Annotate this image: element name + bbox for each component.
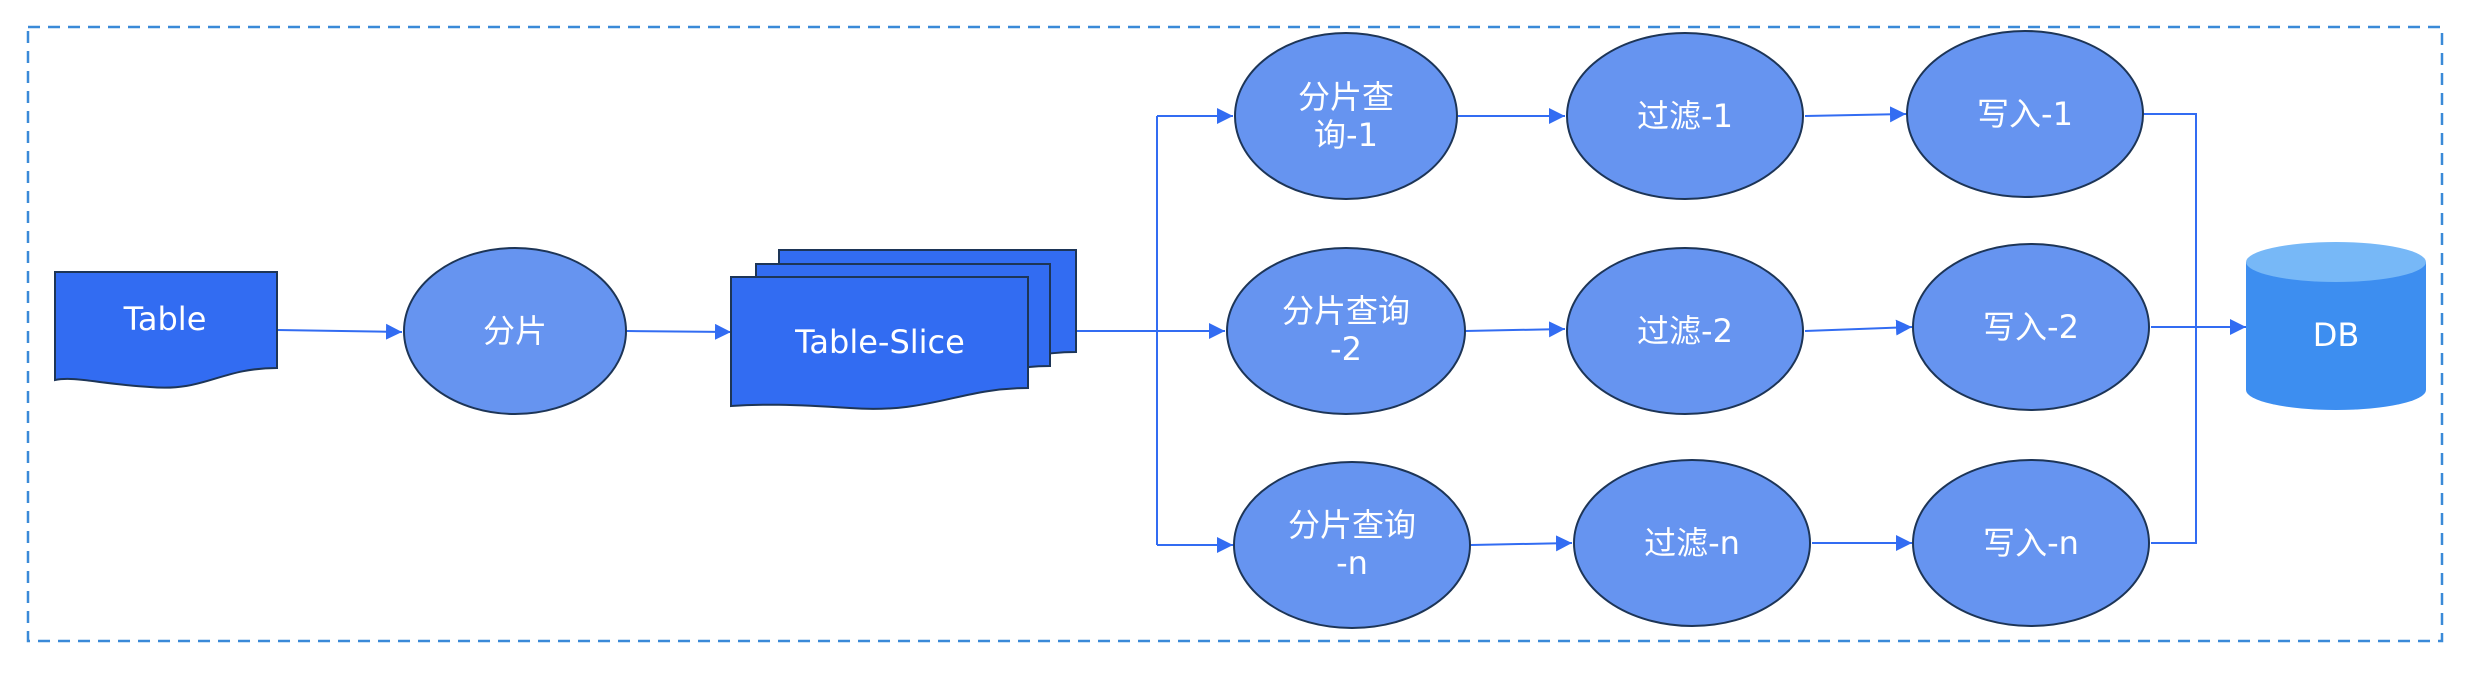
node-query-1: 分片查 询-1 (1234, 32, 1458, 200)
write-1-ellipse (1906, 30, 2144, 198)
node-write-2: 写入-2 (1912, 243, 2150, 411)
query-2-label-line1: 分片查询 (1282, 292, 1410, 330)
node-filter-1: 过滤-1 (1566, 32, 1804, 200)
edge-writen-db (2151, 327, 2197, 544)
node-table: Table (54, 271, 278, 389)
query-1-label-line1: 分片查 (1298, 78, 1394, 116)
node-write-n: 写入-n (1912, 459, 2150, 627)
node-table-slice: Table-Slice (730, 249, 1077, 410)
split-label: 分片 (483, 312, 547, 350)
db-cylinder-body (2246, 262, 2426, 410)
table-label: Table (123, 300, 207, 338)
edges (276, 106, 2246, 553)
query-n-label-line1: 分片查询 (1288, 506, 1416, 544)
write-1-label: 写入-1 (1977, 95, 2073, 133)
query-n-label-line2: -n (1336, 544, 1368, 582)
query-2-ellipse (1226, 247, 1466, 415)
filter-2-ellipse (1566, 247, 1804, 415)
query-n-ellipse (1233, 461, 1471, 629)
query-1-label-line2: 询-1 (1314, 116, 1378, 154)
edge-query2-filter2 (1464, 321, 1566, 338)
write-2-label: 写入-2 (1983, 308, 2079, 346)
table-slice-label: Table-Slice (794, 323, 965, 361)
db-cylinder-top (2246, 242, 2426, 282)
db-label: DB (2313, 316, 2360, 354)
query-1-ellipse (1234, 32, 1458, 200)
split-ellipse (403, 247, 627, 415)
filter-n-label: 过滤-n (1644, 524, 1740, 562)
write-n-ellipse (1912, 459, 2150, 627)
edge-split-slice (626, 323, 732, 340)
node-query-2: 分片查询 -2 (1226, 247, 1466, 415)
node-split: 分片 (403, 247, 627, 415)
node-filter-n: 过滤-n (1573, 459, 1811, 627)
filter-1-label: 过滤-1 (1637, 97, 1733, 135)
edge-write1-db (2144, 113, 2197, 327)
edge-queryn-filtern (1470, 535, 1573, 552)
edge-filter2-write2 (1804, 319, 1913, 336)
write-n-label: 写入-n (1983, 524, 2079, 562)
dashed-boundary (26, 25, 2444, 643)
table-document-shape (54, 271, 278, 389)
node-filter-2: 过滤-2 (1566, 247, 1804, 415)
write-2-ellipse (1912, 243, 2150, 411)
filter-n-ellipse (1573, 459, 1811, 627)
query-2-label-line2: -2 (1330, 330, 1362, 368)
node-db: DB (2246, 242, 2426, 410)
edge-filter1-write1 (1804, 106, 1907, 123)
filter-2-label: 过滤-2 (1637, 312, 1733, 350)
slice-doc-front (730, 276, 1029, 410)
filter-1-ellipse (1566, 32, 1804, 200)
node-query-n: 分片查询 -n (1233, 461, 1471, 629)
node-write-1: 写入-1 (1906, 30, 2144, 198)
edge-table-split (276, 323, 403, 340)
